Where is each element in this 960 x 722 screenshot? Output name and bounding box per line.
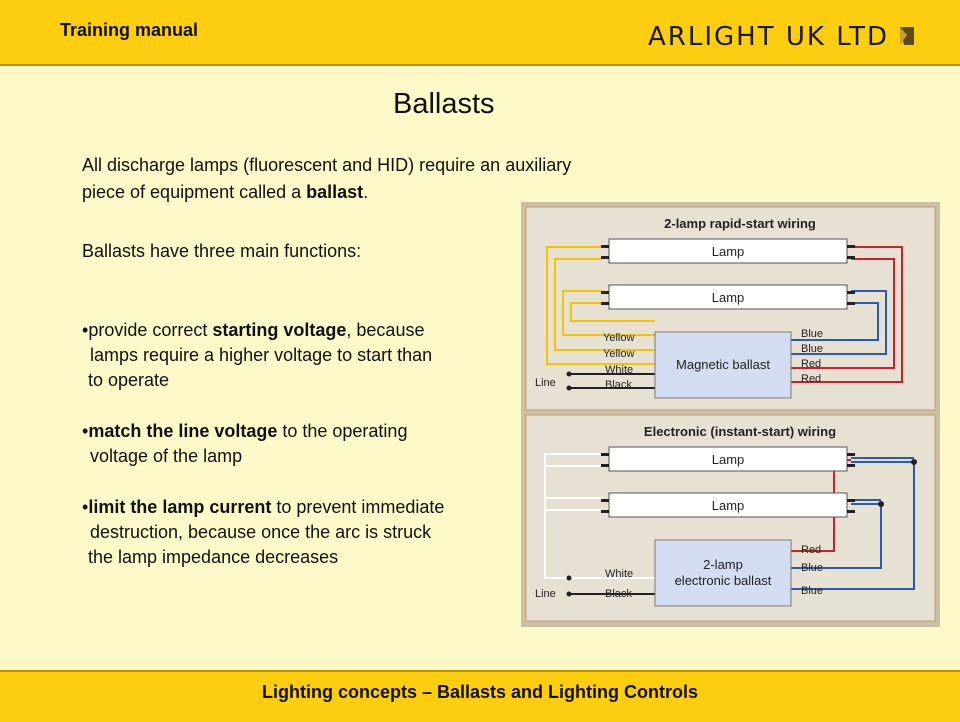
panel1-title: 2-lamp rapid-start wiring <box>664 216 816 231</box>
logo-text: ARLIGHT UK LTD <box>648 22 890 52</box>
wire-label-blue-4: Blue <box>801 585 823 597</box>
wire-label-blue-3: Blue <box>801 562 823 574</box>
footer-text: Lighting concepts – Ballasts and Lightin… <box>261 682 699 702</box>
bullet-3-line-3: the lamp impedance decreases <box>88 547 339 567</box>
lamp-2 <box>608 284 848 310</box>
wire-label-yellow-2: Yellow <box>603 348 634 360</box>
panel-rapid-start: 2-lamp rapid-start wiring Lamp Lamp Magn… <box>525 206 936 411</box>
wire-label-red-2: Red <box>801 373 821 385</box>
panel2-title: Electronic (instant-start) wiring <box>644 424 836 439</box>
bullet-3: •limit the lamp current to prevent immed… <box>82 497 445 517</box>
manual-label: Training manual <box>60 20 199 40</box>
wire-label-yellow-1: Yellow <box>603 332 634 344</box>
company-logo: ARLIGHT UK LTD <box>648 22 918 52</box>
bullet-3-line-2: destruction, because once the arc is str… <box>90 522 432 542</box>
magnetic-ballast-label: Magnetic ballast <box>676 357 770 372</box>
lamp-4-label: Lamp <box>712 498 745 513</box>
electronic-ballast-label-1: 2-lamp <box>703 557 743 572</box>
line-label-1: Line <box>535 377 556 389</box>
wire-label-red-3: Red <box>801 544 821 556</box>
wire-label-white: White <box>605 364 633 376</box>
page-title: Ballasts <box>393 88 495 120</box>
bullet-1-line-2: lamps require a higher voltage to start … <box>90 345 433 365</box>
header-bar: Training manual ARLIGHT UK LTD <box>0 0 960 66</box>
wiring-diagram: 2-lamp rapid-start wiring Lamp Lamp Magn… <box>521 202 940 627</box>
electronic-ballast-label-2: electronic ballast <box>675 573 772 588</box>
wire-label-red-1: Red <box>801 358 821 370</box>
wire-label-white-2: White <box>605 568 633 580</box>
logo-mark-icon <box>900 27 914 45</box>
bullet-1-line-3: to operate <box>88 370 170 390</box>
bullet-2-line-2: voltage of the lamp <box>90 446 243 466</box>
wire-label-black-2: Black <box>605 588 632 600</box>
lamp-3 <box>608 446 848 472</box>
intro-line-2: piece of equipment called a ballast. <box>82 182 369 202</box>
intro-line-1: All discharge lamps (fluorescent and HID… <box>82 155 572 175</box>
wire-label-blue-1: Blue <box>801 328 823 340</box>
wire-label-blue-2: Blue <box>801 343 823 355</box>
footer-bar: Lighting concepts – Ballasts and Lightin… <box>0 670 960 722</box>
line-label-2: Line <box>535 588 556 600</box>
wire-label-black: Black <box>605 379 632 391</box>
ballast-term: ballast <box>306 182 364 202</box>
lamp-4 <box>608 492 848 518</box>
panel-instant-start: Electronic (instant-start) wiring Lamp L… <box>525 414 936 622</box>
lamp-3-label: Lamp <box>712 452 745 467</box>
magnetic-ballast <box>654 331 792 399</box>
bullet-2: •match the line voltage to the operating <box>82 421 408 441</box>
electronic-ballast <box>654 539 792 607</box>
lamp-2-label: Lamp <box>712 290 745 305</box>
functions-heading: Ballasts have three main functions: <box>82 241 362 261</box>
lamp-1 <box>608 238 848 264</box>
bullet-1: •provide correct starting voltage, becau… <box>82 320 425 340</box>
lamp-1-label: Lamp <box>712 244 745 259</box>
